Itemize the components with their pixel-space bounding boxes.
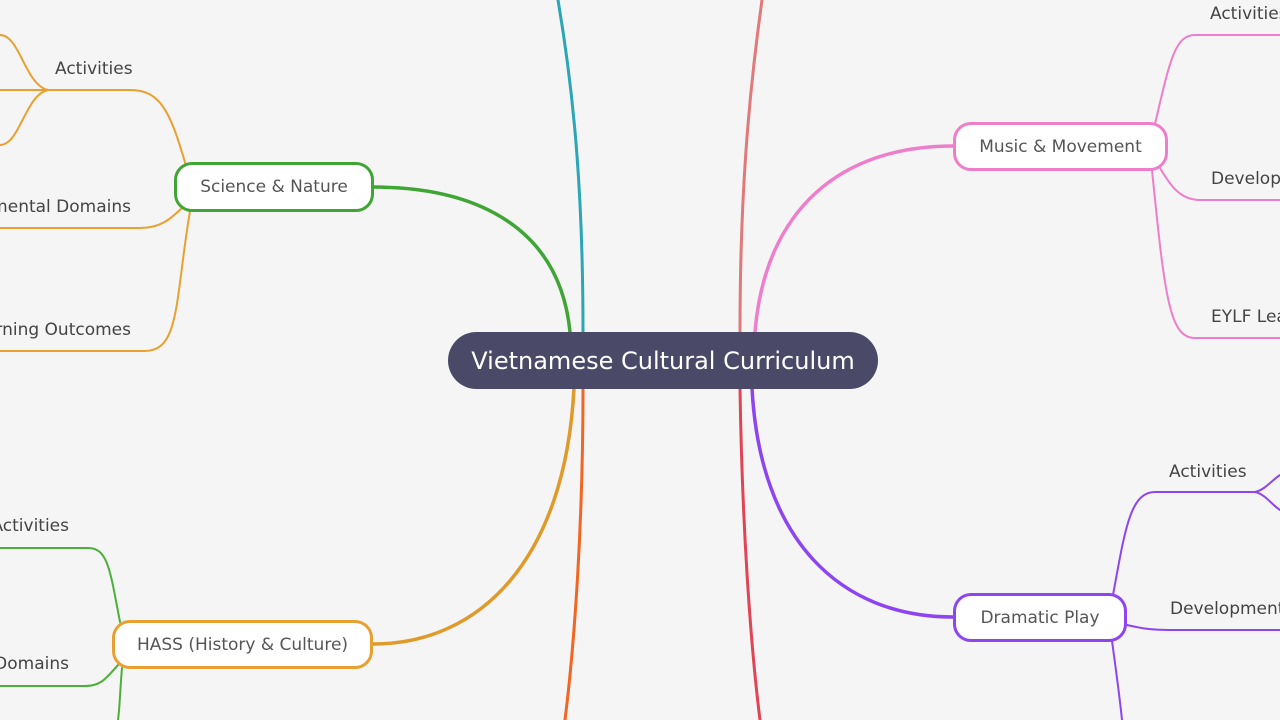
edge-red xyxy=(738,386,762,720)
edge-music xyxy=(753,144,955,334)
science-outcomes-label[interactable]: rning Outcomes xyxy=(0,320,131,340)
dramatic-development-label[interactable]: Development xyxy=(1170,599,1280,619)
hass-activities-label[interactable]: Activities xyxy=(0,516,69,536)
root-label: Vietnamese Cultural Curriculum xyxy=(471,346,855,375)
node-science-nature[interactable]: Science & Nature xyxy=(174,162,374,212)
edge-science xyxy=(371,185,572,334)
edge-hass xyxy=(371,386,576,646)
node-hass[interactable]: HASS (History & Culture) xyxy=(112,620,373,669)
node-dramatic-play[interactable]: Dramatic Play xyxy=(953,593,1127,642)
edge-dramatic xyxy=(750,386,955,619)
hass-domains-label[interactable]: Domains xyxy=(0,654,69,674)
edge-orange xyxy=(563,386,585,720)
science-activities-label[interactable]: Activities xyxy=(55,59,133,79)
edge-teal xyxy=(556,0,585,334)
music-eylf-label[interactable]: EYLF Lea xyxy=(1211,307,1280,327)
node-label: Music & Movement xyxy=(979,136,1142,157)
node-label: Science & Nature xyxy=(200,177,348,197)
music-activities-label[interactable]: Activities xyxy=(1210,4,1280,24)
dramatic-activities-label[interactable]: Activities xyxy=(1169,462,1247,482)
node-label: HASS (History & Culture) xyxy=(136,634,349,655)
node-music-movement[interactable]: Music & Movement xyxy=(953,122,1168,171)
edge-rose xyxy=(738,0,764,334)
science-domains-label[interactable]: mental Domains xyxy=(0,197,131,217)
node-label: Dramatic Play xyxy=(980,607,1100,628)
root-node[interactable]: Vietnamese Cultural Curriculum xyxy=(448,332,878,389)
music-develop-label[interactable]: Develop xyxy=(1211,169,1280,189)
